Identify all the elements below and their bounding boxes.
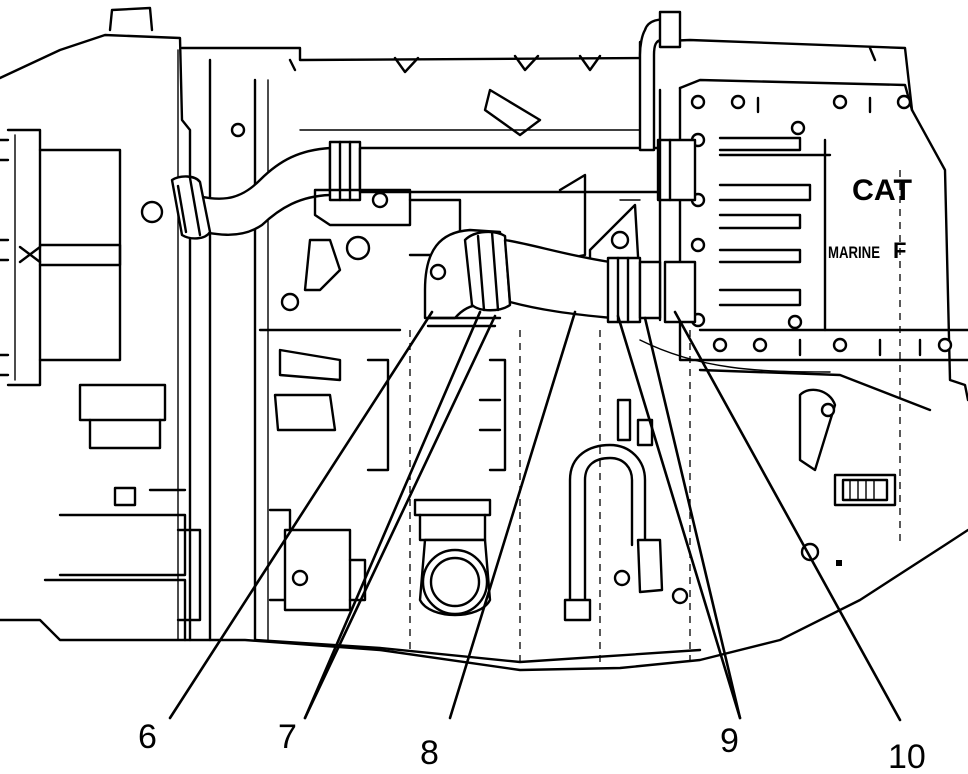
lower-details [258, 328, 932, 622]
callout-7: 7 [278, 718, 297, 756]
vertical-pipe [638, 10, 682, 322]
plate-marine-text: MARINE [828, 243, 880, 262]
left-housing [0, 6, 202, 642]
callout-6: 6 [138, 718, 157, 756]
leader-7b [303, 314, 497, 720]
manifold-plate: MARINE F CAT [678, 78, 968, 362]
plate-brand-text: CAT [852, 174, 912, 207]
callout-9: 9 [720, 722, 739, 760]
leader-6 [168, 310, 434, 720]
callouts: 6 7 8 9 10 [138, 718, 926, 774]
plate-letter-text: F [893, 238, 906, 263]
engine-block [180, 38, 968, 672]
leader-9a [616, 314, 742, 720]
leader-8 [448, 310, 577, 720]
leader-10 [673, 310, 902, 722]
leader-7a [303, 310, 482, 720]
callout-8: 8 [420, 734, 439, 772]
callout-10: 10 [888, 738, 926, 774]
leader-9b [643, 316, 742, 720]
leader-lines [168, 310, 902, 722]
upper-pipe [170, 138, 697, 240]
lower-elbow [423, 228, 697, 328]
